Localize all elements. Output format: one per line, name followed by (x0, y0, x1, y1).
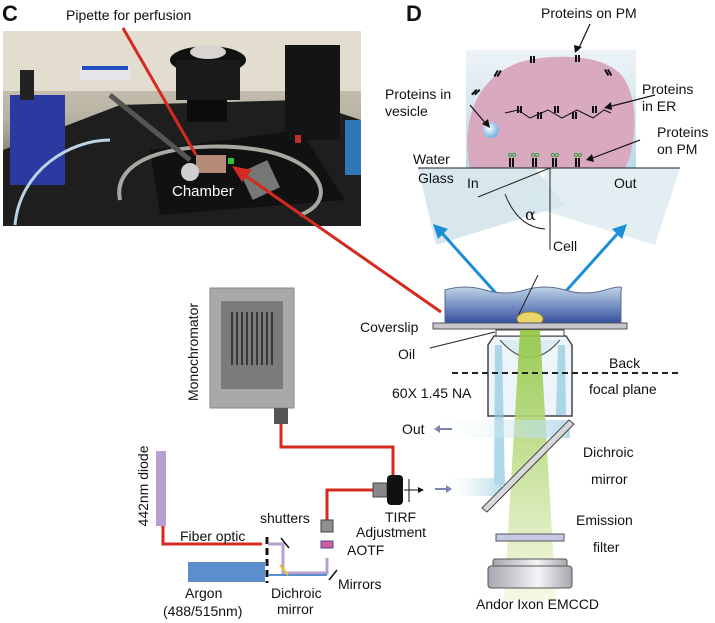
out-beam-band (430, 420, 570, 438)
aotf-label: AOTF (347, 542, 384, 558)
incident-ray (477, 167, 551, 198)
proteins-on-pm-top-label: Proteins on PM (541, 5, 637, 21)
tirf-label: TIRF (385, 509, 416, 525)
proteins-in-er-label-2: in ER (642, 98, 676, 114)
arrowhead-icon (232, 166, 252, 182)
tirf-coupler (372, 482, 388, 498)
excitation-light-in (494, 345, 505, 485)
coverslip-label: Coverslip (360, 319, 419, 335)
oil-pointer (429, 331, 496, 349)
cell-pointer (516, 274, 539, 319)
emission-filter-label-2: filter (593, 539, 620, 555)
emission-filter-label: Emission (576, 512, 633, 528)
pipette-pointer (121, 27, 198, 156)
fiber-optic-label: Fiber optic (180, 528, 245, 544)
diode-beam (268, 542, 329, 575)
tirf-label-2: Adjustment (356, 524, 426, 540)
out-light-label: Out (402, 421, 425, 437)
chamber-link-arrow (239, 170, 442, 314)
proteins-on-pm-bottom-label-2: on PM (657, 141, 697, 157)
panel-c-letter: C (2, 1, 18, 26)
water-label: Water (413, 151, 450, 167)
dichroic-small-label-2: mirror (277, 601, 314, 617)
argon-laser (188, 562, 265, 582)
panel-d-letter: D (406, 1, 422, 26)
cell-body (467, 56, 635, 168)
fluorophores (507, 152, 583, 158)
monochromator-label: Monochromator (185, 303, 201, 401)
out-label: Out (614, 175, 637, 191)
emccd-camera (487, 565, 573, 589)
dichroic-mirror (481, 419, 575, 513)
monochromator-port (274, 408, 288, 424)
emission-filter (495, 533, 565, 542)
grating-icon (231, 312, 273, 365)
diode-label: 442nm diode (135, 445, 151, 526)
proteins-in-vesicle-label-2: vesicle (385, 103, 428, 119)
excitation-light-out (556, 345, 566, 415)
in-beam-band (440, 478, 502, 496)
reflected-cone (525, 168, 680, 245)
coverslip (432, 322, 628, 330)
objective-label: 60X 1.45 NA (392, 385, 472, 401)
dichroic-small-label: Dichroic (271, 585, 322, 601)
argon-label: Argon (185, 585, 222, 601)
camera-label: Andor Ixon EMCCD (476, 596, 599, 612)
fiber-aotf (325, 488, 374, 520)
setup-photo (3, 31, 361, 226)
tirf-adjustment[interactable] (387, 475, 403, 505)
proteins-in-vesicle-label: Proteins in (385, 86, 451, 102)
combiner-dichroic (279, 564, 289, 576)
proteins-in-er-label: Proteins (642, 81, 693, 97)
alpha-label: α (525, 205, 536, 224)
glass-label: Glass (418, 170, 454, 186)
beam-arrowhead-icon (433, 224, 448, 239)
442nm-diode (156, 451, 166, 526)
pipette-label: Pipette for perfusion (66, 7, 191, 23)
fiber-monochromator (279, 424, 395, 476)
mirror-1 (280, 537, 290, 549)
mirrors-label: Mirrors (338, 576, 382, 592)
cell-label: Cell (553, 238, 577, 254)
fiber-coupler (320, 519, 334, 533)
mirror-2 (328, 569, 338, 581)
chamber-label: Chamber (172, 183, 234, 200)
arrowhead-icon (418, 487, 424, 493)
proteins-on-pm-bottom-label: Proteins (657, 124, 708, 140)
aotf (320, 540, 334, 549)
in-label: In (467, 175, 479, 191)
label-pointers (469, 23, 656, 160)
dichroic-label: Dichroic (583, 444, 634, 460)
protein-markers (471, 55, 613, 167)
back-focal-label-2: focal plane (589, 381, 657, 397)
back-focal-label: Back (609, 355, 641, 371)
incident-cone (418, 168, 565, 245)
argon-label-2: (488/515nm) (163, 603, 242, 619)
dichroic-label-2: mirror (591, 471, 628, 487)
out-arrowhead-icon (434, 425, 440, 433)
sample-water (444, 286, 623, 324)
fiber-diode (161, 526, 262, 546)
oil-label: Oil (398, 346, 415, 362)
beam-arrowhead-icon (612, 224, 627, 239)
pointer-arrowheads (482, 45, 612, 162)
angle-arc (504, 193, 546, 230)
shutters-label: shutters (260, 510, 310, 526)
in-arrowhead-icon (446, 485, 452, 493)
